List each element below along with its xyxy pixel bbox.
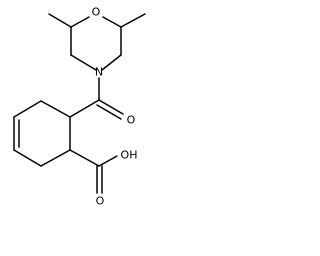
chemical-structure: O N O OH O xyxy=(13,6,146,208)
bond-c1-c6 xyxy=(40,100,71,118)
carbonyl-oxygen-label: O xyxy=(127,114,136,127)
morpholine-ring xyxy=(48,13,146,71)
bond-c2-cooh xyxy=(69,149,100,167)
bond-c4-c3 xyxy=(13,149,42,167)
bond-n-c3 xyxy=(70,54,97,71)
atom-labels: O N O OH O xyxy=(92,6,138,208)
methyl-c2 xyxy=(48,13,72,28)
bond-c-oh xyxy=(98,155,118,167)
methyl-c6 xyxy=(120,13,146,28)
cyclohexene-ring xyxy=(13,100,71,167)
carboxylic-acid xyxy=(69,149,118,194)
amide-linker xyxy=(69,77,124,120)
bond-c2-o xyxy=(70,16,90,28)
bond-c5-n xyxy=(101,54,122,71)
bond-c6-c5 xyxy=(13,100,42,118)
acid-oxygen-label: O xyxy=(96,195,105,208)
ring-nitrogen-label: N xyxy=(95,66,103,79)
bond-carbonyl-o-1 xyxy=(98,99,124,115)
bond-carbonyl-o-2 xyxy=(96,104,122,120)
ring-oxygen-label: O xyxy=(92,6,101,19)
hydroxyl-label: OH xyxy=(121,149,138,162)
bond-c3-c2 xyxy=(40,149,71,167)
bond-o-c6 xyxy=(102,16,122,28)
bond-carbonyl-c1 xyxy=(69,99,100,118)
